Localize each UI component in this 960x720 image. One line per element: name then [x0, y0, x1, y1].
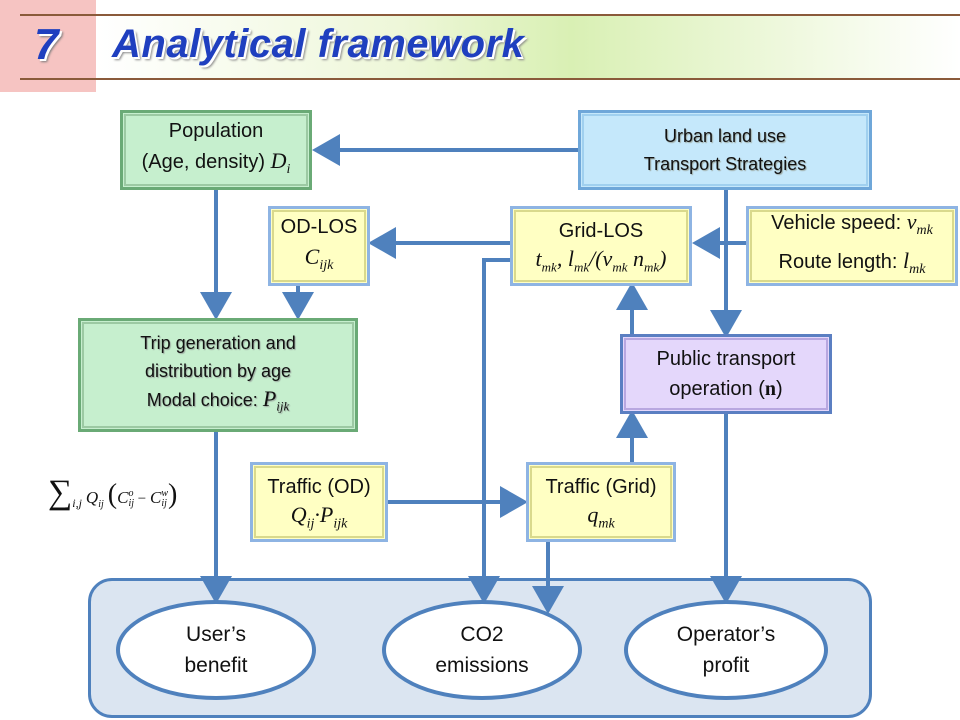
emissions-label: emissions [435, 654, 529, 677]
benefit-label: benefit [184, 654, 248, 677]
formula-c1: C [117, 488, 129, 507]
od-los-variable: C [304, 243, 320, 269]
arrow-gridlos-to-co2 [468, 258, 510, 604]
formula-open-paren: ( [107, 479, 118, 510]
population-label: Population [168, 119, 264, 142]
urban-land-use-label: Urban land use [663, 126, 787, 146]
traffic-od-box: Traffic (OD) Qij·Pijk [250, 462, 388, 542]
formula-c1-sup: o [128, 488, 134, 500]
sum-symbol: ∑ [48, 474, 73, 511]
route-length-sub: mk [909, 262, 926, 277]
formula-q: Q [85, 488, 99, 507]
formula-q-sub: ij [98, 499, 104, 511]
formula-close-paren: ) [167, 479, 178, 510]
formula-c1-sub: ij [128, 498, 134, 510]
users-label: User’s [186, 623, 246, 646]
header-divider-top [20, 14, 960, 16]
vehicle-speed-sub: mk [916, 223, 933, 238]
grid-los-sub4: mk [643, 259, 660, 275]
grid-los-l: , l [556, 246, 574, 272]
grid-los-close: ) [659, 246, 667, 272]
co2-emissions-ellipse: CO2 emissions [382, 600, 582, 700]
traffic-od-q: Q [290, 501, 307, 527]
grid-los-sub2: mk [573, 259, 590, 275]
transport-strategies-label: Transport Strategies [643, 154, 807, 174]
distribution-label: distribution by age [144, 361, 292, 382]
grid-los-n: n [627, 246, 644, 272]
public-transport-box: Public transport operation (n) [620, 334, 832, 414]
grid-los-box: Grid-LOS tmk, lmk/(vmk nmk) [510, 206, 692, 286]
traffic-grid-label: Traffic (Grid) [545, 475, 657, 498]
traffic-grid-q-sub: mk [598, 516, 615, 532]
grid-los-sub1: mk [541, 259, 557, 275]
trip-generation-box: Trip generation and distribution by age … [78, 318, 358, 432]
users-benefit-ellipse: User’s benefit [116, 600, 316, 700]
traffic-od-dot: · [314, 501, 320, 527]
co2-label: CO2 [460, 623, 504, 646]
modal-choice-variable: P [262, 386, 277, 412]
population-variable-sub: i [286, 161, 291, 177]
vehicle-speed-box: Vehicle speed: vmk Route length: lmk [746, 206, 958, 286]
modal-choice-label: Modal choice: [146, 390, 258, 411]
public-transport-label: Public transport [656, 348, 796, 370]
traffic-od-label: Traffic (OD) [267, 475, 371, 498]
traffic-grid-box: Traffic (Grid) qmk [526, 462, 676, 542]
header-divider-bottom [20, 78, 960, 80]
population-box: Population (Age, density) Di [120, 110, 312, 190]
operation-variable: n [764, 378, 777, 400]
urban-land-use-box: Urban land use Transport Strategies [578, 110, 872, 190]
trip-generation-label: Trip generation and [140, 333, 296, 354]
formula-c2-sub: ij [161, 498, 167, 510]
population-age-density: (Age, density) [141, 150, 266, 173]
route-length-variable: l [903, 248, 910, 273]
formula-minus: − [134, 491, 150, 507]
od-los-box: OD-LOS Cijk [268, 206, 370, 286]
operators-profit-ellipse: Operator’s profit [624, 600, 828, 700]
sum-subscript: i,j [72, 496, 82, 511]
modal-choice-sub: ijk [276, 398, 290, 414]
grid-los-label: Grid-LOS [558, 220, 644, 243]
grid-los-t: t [535, 246, 542, 272]
route-length-label: Route length: [778, 251, 898, 273]
traffic-od-q-sub: ij [306, 516, 315, 532]
profit-label: profit [702, 654, 750, 677]
operation-label: operation ( [669, 378, 765, 400]
od-los-label: OD-LOS [280, 215, 358, 238]
operators-label: Operator’s [676, 623, 776, 646]
vehicle-speed-label: Vehicle speed: [771, 212, 902, 234]
header-band [96, 14, 960, 80]
operation-close: ) [776, 378, 783, 400]
population-detail: (Age, density) Di [142, 146, 291, 185]
formula-c2: C [149, 488, 162, 507]
slide-number: 7 [34, 20, 59, 69]
population-variable: D [270, 147, 287, 173]
traffic-od-p-sub: ijk [333, 516, 348, 532]
vehicle-speed-variable: v [906, 209, 917, 234]
grid-los-formula: tmk, lmk/(vmk nmk) [536, 246, 667, 275]
slide-title: Analytical framework [112, 22, 525, 66]
traffic-od-p: P [319, 501, 334, 527]
grid-los-sub3: mk [612, 259, 628, 275]
grid-los-v: /(v [589, 246, 613, 272]
formula-c2-sup: w [161, 488, 168, 500]
od-los-variable-sub: ijk [319, 257, 334, 273]
traffic-grid-q: q [587, 501, 599, 527]
